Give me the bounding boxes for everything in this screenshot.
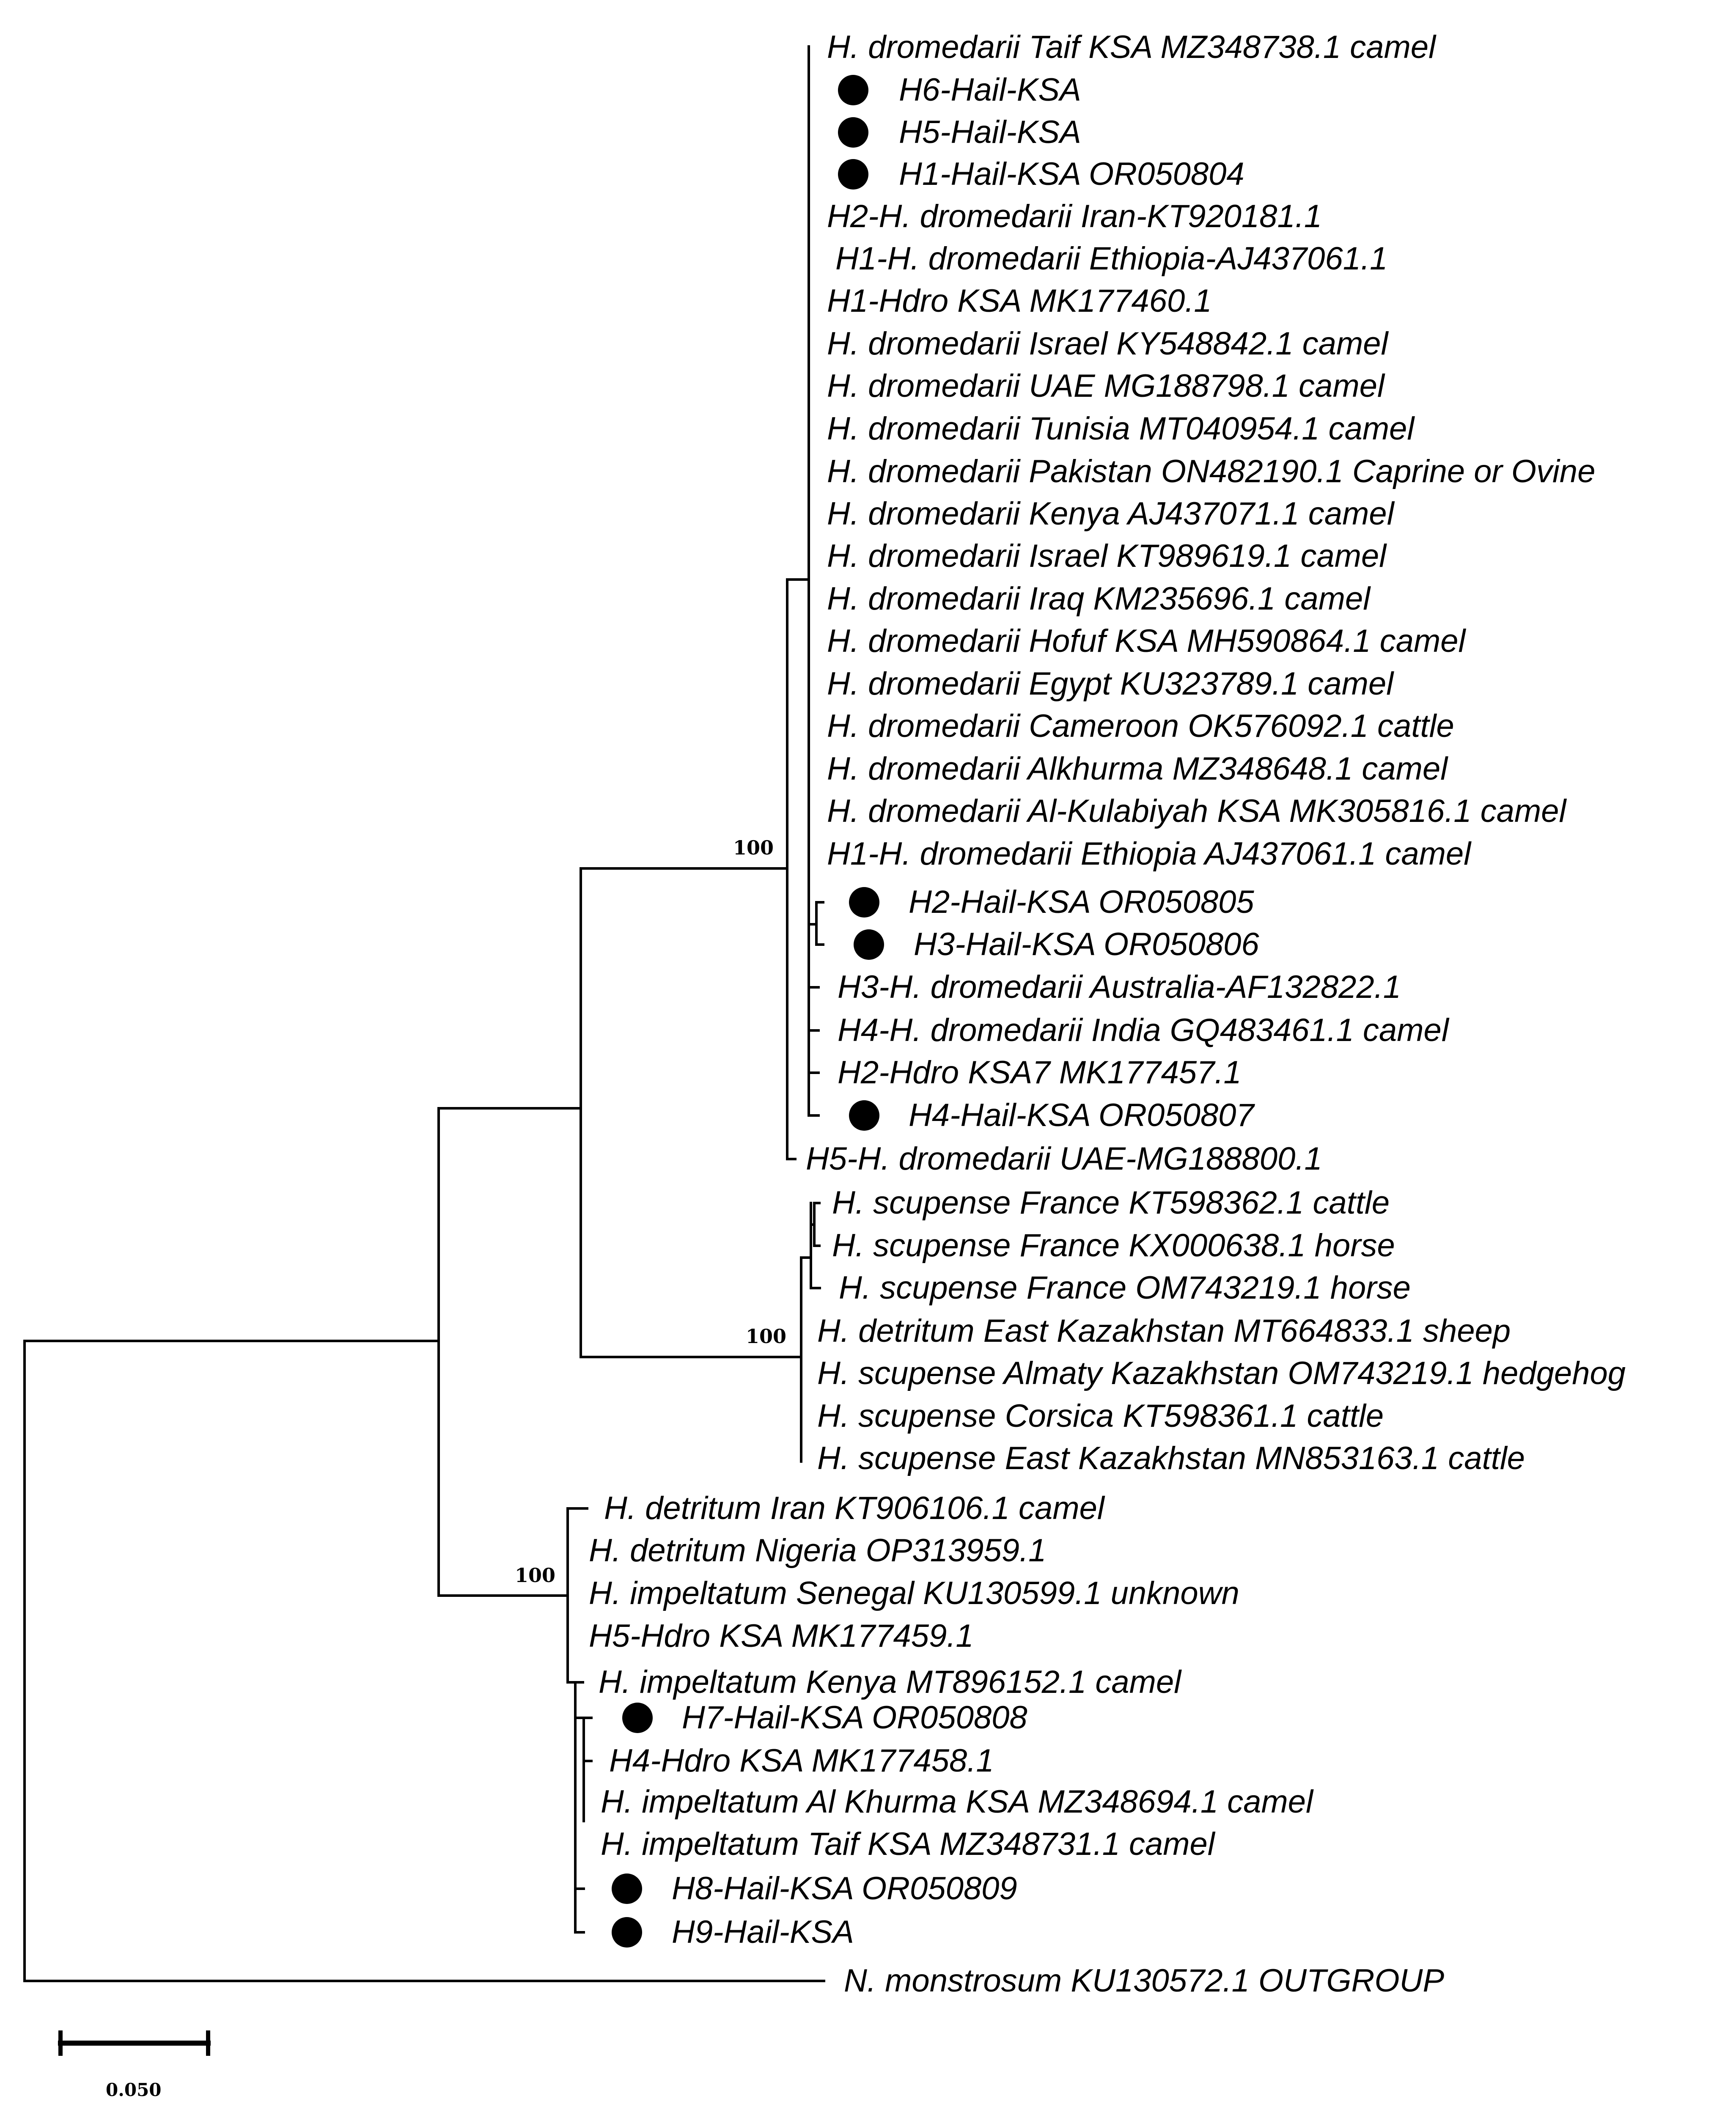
taxon-label: H. scupense France KX000638.1 horse (832, 1228, 1395, 1264)
taxon-label: H. detritum Iran KT906106.1 camel (604, 1490, 1105, 1526)
marker-dot (838, 117, 868, 148)
taxon-label: H4-H. dromedarii India GQ483461.1 camel (838, 1012, 1450, 1048)
taxon-label: H. dromedarii Israel KT989619.1 camel (827, 538, 1387, 574)
taxon-label: H. detritum East Kazakhstan MT664833.1 s… (817, 1313, 1511, 1349)
marker-dot (849, 887, 879, 918)
taxon-label: H. scupense Almaty Kazakhstan OM743219.1… (817, 1355, 1626, 1391)
taxon-label: H. dromedarii UAE MG188798.1 camel (827, 368, 1385, 404)
taxon-label: H2-H. dromedarii Iran-KT920181.1 (827, 198, 1322, 234)
taxon-label: H. scupense East Kazakhstan MN853163.1 c… (817, 1440, 1525, 1476)
marker-dot (838, 159, 868, 190)
taxon-label: H. impeltatum Kenya MT896152.1 camel (599, 1664, 1182, 1700)
taxon-label: H. scupense Corsica KT598361.1 cattle (817, 1398, 1384, 1434)
taxon-label: H1-H. dromedarii Ethiopia-AJ437061.1 (835, 241, 1387, 277)
isolate-markers (612, 75, 884, 1948)
marker-dot (838, 75, 868, 105)
taxon-label: H. dromedarii Taif KSA MZ348738.1 camel (827, 29, 1437, 65)
taxon-label: H. scupense France KT598362.1 cattle (832, 1185, 1390, 1221)
taxon-label: H. dromedarii Hofuf KSA MH590864.1 camel (827, 623, 1467, 659)
taxon-label: H3-H. dromedarii Australia-AF132822.1 (838, 969, 1401, 1005)
taxon-label: H6-Hail-KSA (899, 72, 1081, 108)
support-value-dromedarii: 100 (733, 836, 774, 859)
support-values: 100 100 100 (515, 836, 786, 1587)
taxon-label: H2-Hdro KSA7 MK177457.1 (838, 1055, 1242, 1091)
taxon-label: H. dromedarii Egypt KU323789.1 camel (827, 666, 1394, 702)
taxon-label: H. impeltatum Taif KSA MZ348731.1 camel (601, 1826, 1216, 1862)
taxon-label: H5-Hail-KSA (899, 114, 1081, 150)
taxon-label: H. impeltatum Al Khurma KSA MZ348694.1 c… (601, 1784, 1314, 1820)
marker-dot (612, 1873, 642, 1904)
marker-dot (849, 1100, 879, 1131)
taxon-label: H5-Hdro KSA MK177459.1 (589, 1618, 974, 1654)
taxon-label: H. dromedarii Tunisia MT040954.1 camel (827, 411, 1415, 447)
taxon-label: H. dromedarii Alkhurma MZ348648.1 camel (827, 751, 1448, 787)
tree-branches (23, 45, 825, 1982)
taxon-label: H4-Hail-KSA OR050807 (909, 1097, 1255, 1133)
taxon-label: H. dromedarii Pakistan ON482190.1 Caprin… (827, 453, 1595, 489)
taxon-label: H2-Hail-KSA OR050805 (909, 884, 1254, 920)
taxon-label: H. dromedarii Israel KY548842.1 camel (827, 326, 1389, 362)
scale-bar-label: 0.050 (106, 2080, 162, 2100)
scale-bar: 0.050 (58, 2030, 211, 2100)
taxon-label: H. impeltatum Senegal KU130599.1 unknown (589, 1575, 1239, 1611)
taxon-label: H8-Hail-KSA OR050809 (672, 1871, 1017, 1906)
taxon-label: H. dromedarii Al-Kulabiyah KSA MK305816.… (827, 793, 1567, 829)
taxon-labels: H. dromedarii Taif KSA MZ348738.1 camel … (589, 29, 1626, 1999)
taxon-label: H3-Hail-KSA OR050806 (914, 926, 1259, 962)
taxon-label: H. dromedarii Kenya AJ437071.1 camel (827, 496, 1395, 532)
taxon-label: H1-Hdro KSA MK177460.1 (827, 283, 1212, 319)
taxon-label: H. detritum Nigeria OP313959.1 (589, 1533, 1046, 1569)
taxon-label: N. monstrosum KU130572.1 OUTGROUP (844, 1963, 1444, 1999)
support-value-scupense: 100 (746, 1325, 786, 1348)
taxon-label: H. dromedarii Iraq KM235696.1 camel (827, 581, 1371, 617)
taxon-label: H1-H. dromedarii Ethiopia AJ437061.1 cam… (827, 836, 1472, 872)
support-value-detritum-impeltatum: 100 (515, 1564, 555, 1587)
taxon-label: H. scupense France OM743219.1 horse (839, 1270, 1411, 1306)
taxon-label: H4-Hdro KSA MK177458.1 (609, 1743, 994, 1779)
taxon-label: H9-Hail-KSA (672, 1914, 854, 1950)
taxon-label: H7-Hail-KSA OR050808 (682, 1700, 1027, 1736)
marker-dot (612, 1917, 642, 1948)
taxon-label: H. dromedarii Cameroon OK576092.1 cattle (827, 708, 1454, 744)
taxon-label: H5-H. dromedarii UAE-MG188800.1 (806, 1141, 1322, 1177)
marker-dot (854, 929, 884, 960)
marker-dot (622, 1703, 653, 1733)
taxon-label: H1-Hail-KSA OR050804 (899, 156, 1244, 192)
